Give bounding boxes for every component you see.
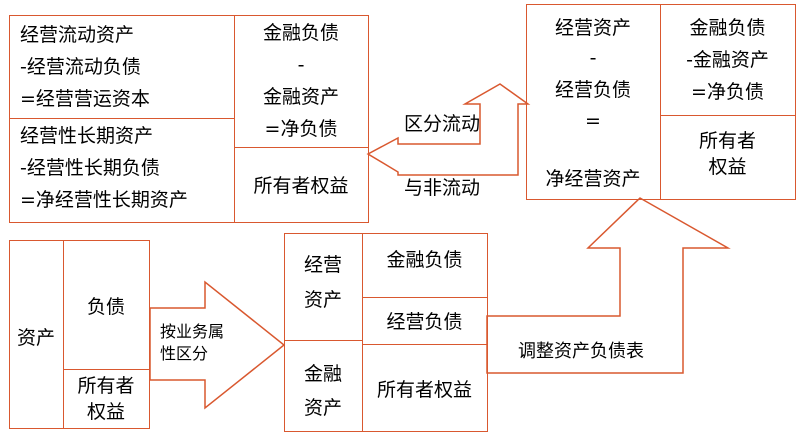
label-distinguish-current-1: 区分流动 [404,113,481,135]
text-minus: - [589,47,597,69]
text-net-liabilities: =净负债 [691,81,764,103]
text-operating-liabilities: 经营负债 [554,79,631,101]
box-operating-working-capital: 经营流动资产 -经营流动负债 =经营营运资本 [9,15,235,119]
text-financial-assets-minus: -金融资产 [686,49,769,71]
box-net-liabilities-left: 金融负债 - 金融资产 =净负债 [234,15,369,148]
text-net-operating-assets: 净经营资产 [545,168,641,190]
text-liabilities: 负债 [86,296,125,318]
text-owners-equity: 所有者权益 [253,175,349,197]
box-owners-equity-left: 所有者权益 [234,147,369,223]
box-operating-liabilities: 经营负债 [362,297,488,345]
box-owners-equity-middle: 所有者权益 [362,344,488,432]
arrow-classify-by-business [149,280,286,410]
text-owners: 所有者 [698,130,756,152]
box-owners-equity-right: 所有者 权益 [660,115,796,200]
box-net-liabilities-right: 金融负债 -金融资产 =净负债 [660,4,796,116]
box-operating-assets: 经营 资产 [284,233,363,341]
text-operating-assets: 经营资产 [554,17,631,39]
text-net-operating-long-term-assets: =净经营性长期资产 [20,189,188,211]
label-classify-by-business-2: 性区分 [160,344,209,363]
text-equity: 权益 [86,401,125,423]
text-financial-liabilities: 金融负债 [689,17,766,39]
box-financial-assets: 金融 资产 [284,340,363,432]
text-assets: 资产 [16,327,55,349]
box-liabilities: 负债 [63,240,150,370]
text-current-operating-liabilities: -经营流动负债 [20,56,141,78]
box-financial-liabilities: 金融负债 [362,233,488,298]
label-distinguish-current-2: 与非流动 [404,177,481,199]
box-net-operating-long-term-assets: 经营性长期资产 -经营性长期负债 =净经营性长期资产 [9,118,235,223]
text-equals: = [585,110,601,132]
arrow-distinguish-current [366,83,531,176]
text-net-liabilities: =净负债 [264,118,338,140]
text-operating: 经营 [303,254,342,276]
text-operating-working-capital: =经营营运资本 [20,88,150,110]
text-financial-assets: 金融资产 [262,86,339,108]
text-financial: 金融 [303,363,342,385]
text-operating-long-term-liabilities: -经营性长期负债 [20,157,160,179]
text-assets: 资产 [303,397,342,419]
box-assets: 资产 [9,240,64,429]
text-minus: - [297,54,305,76]
text-equity: 权益 [708,156,747,178]
box-owners-equity-bottom: 所有者 权益 [63,369,150,429]
text-assets: 资产 [303,289,342,311]
arrow-adjust-balance-sheet [486,197,731,374]
label-classify-by-business-1: 按业务属 [160,322,225,341]
text-operating-long-term-assets: 经营性长期资产 [20,125,154,147]
text-owners-equity: 所有者权益 [376,379,472,401]
text-operating-liabilities: 经营负债 [386,311,463,333]
text-financial-liabilities: 金融负债 [262,22,339,44]
label-adjust-balance-sheet: 调整资产负债表 [518,341,644,362]
text-current-operating-assets: 经营流动资产 [20,24,135,46]
text-financial-liabilities: 金融负债 [386,249,463,271]
text-owners: 所有者 [77,375,135,397]
box-net-operating-assets: 经营资产 - 经营负债 = 净经营资产 [526,4,661,200]
